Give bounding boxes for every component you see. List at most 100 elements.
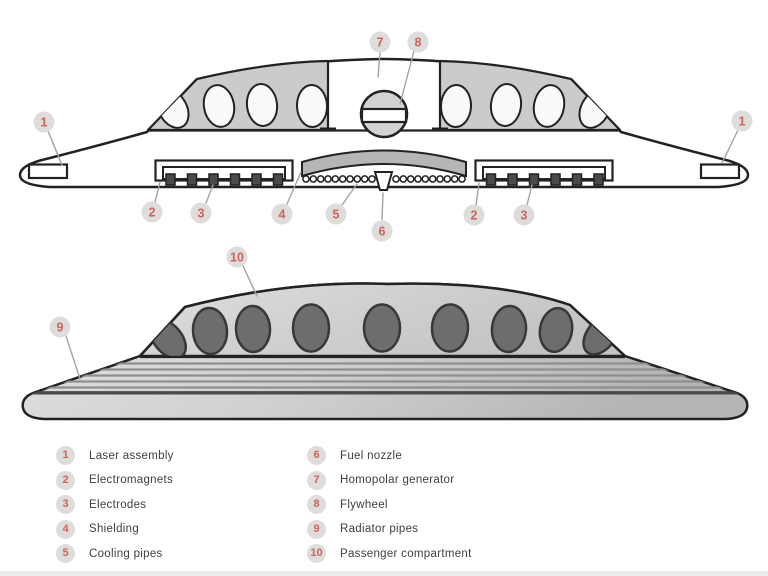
electrode xyxy=(550,173,561,186)
window xyxy=(440,84,473,128)
callout-number: 1 xyxy=(41,116,48,130)
callout-electrodes-left: 3 xyxy=(190,202,212,224)
porthole xyxy=(234,304,272,354)
electrode xyxy=(229,173,241,186)
bottom-edge-strip xyxy=(0,571,768,576)
legend-number-badge: 8 xyxy=(307,495,326,514)
callout-shielding: 4 xyxy=(271,203,293,225)
cooling-pipe xyxy=(458,175,466,183)
legend-number-badge: 6 xyxy=(307,446,326,465)
cooling-pipe xyxy=(392,175,400,183)
callout-cooling-pipes: 5 xyxy=(325,203,347,225)
leader-lines xyxy=(47,50,739,380)
legend-item: 8 Flywheel xyxy=(307,495,472,514)
portholes xyxy=(149,303,620,356)
callout-laser-left: 1 xyxy=(33,111,55,133)
callout-number: 2 xyxy=(149,206,156,220)
legend-item: 7 Homopolar generator xyxy=(307,470,472,490)
electromagnets-left xyxy=(154,159,294,186)
legend-item: 9 Radiator pipes xyxy=(307,519,472,539)
cooling-pipe xyxy=(406,175,415,183)
legend-label: Fuel nozzle xyxy=(340,449,403,462)
callout-fuel-nozzle: 6 xyxy=(371,220,393,242)
cooling-pipe xyxy=(414,175,422,183)
cooling-pipe xyxy=(353,175,362,183)
legend-label: Flywheel xyxy=(340,498,388,511)
cooling-pipe xyxy=(428,175,437,183)
callout-electromagnets-right: 2 xyxy=(463,204,485,226)
legend-column-right: 6 Fuel nozzle 7 Homopolar generator 8 Fl… xyxy=(307,446,472,563)
legend-number-badge: 7 xyxy=(307,470,326,490)
callout-electrodes-right: 3 xyxy=(513,204,535,226)
legend-number-badge: 3 xyxy=(56,495,75,514)
legend-item: 10 Passenger compartment xyxy=(307,544,472,563)
legend-label: Cooling pipes xyxy=(89,547,163,560)
electrode xyxy=(165,173,176,186)
legend-label: Laser assembly xyxy=(89,449,174,462)
cooling-pipe xyxy=(302,175,310,183)
dome-band-left xyxy=(146,59,330,132)
callout-number: 8 xyxy=(415,36,422,50)
callout-generator: 7 xyxy=(369,31,391,53)
legend-number-badge: 2 xyxy=(56,470,75,490)
window xyxy=(532,84,566,128)
laser-assembly-right xyxy=(699,163,741,180)
callouts: 1 7 8 1 2 3 4 5 xyxy=(33,31,753,380)
window xyxy=(295,84,328,128)
cooling-pipe xyxy=(309,175,318,183)
electrode xyxy=(186,173,198,186)
window xyxy=(245,83,279,127)
magnet-frame-inner xyxy=(482,166,606,180)
legend-number-badge: 9 xyxy=(307,519,326,539)
legend-item: 6 Fuel nozzle xyxy=(307,446,472,465)
windows-left xyxy=(156,83,328,129)
exterior-view xyxy=(21,282,749,421)
legend-label: Electromagnets xyxy=(89,474,174,486)
cooling-pipe xyxy=(324,175,332,183)
callout-number: 5 xyxy=(333,208,340,222)
porthole xyxy=(490,304,528,354)
callout-number: 3 xyxy=(521,209,528,223)
callout-passenger-compartment: 10 xyxy=(226,246,248,268)
magnet-frame-inner xyxy=(162,166,286,180)
legend-label: Electrodes xyxy=(89,498,147,511)
legend-column-left: 1 Laser assembly 2 Electromagnets 3 Elec… xyxy=(56,446,174,563)
cross-section-view xyxy=(18,57,750,191)
callout-number: 2 xyxy=(471,209,478,223)
laser-assembly-left xyxy=(27,163,69,180)
callout-electromagnets-left: 2 xyxy=(141,201,163,223)
legend-item: 1 Laser assembly xyxy=(56,446,174,465)
cooling-pipe xyxy=(360,175,369,183)
callout-number: 6 xyxy=(379,225,386,239)
legend-label: Passenger compartment xyxy=(340,547,472,560)
callout-laser-right: 1 xyxy=(731,110,753,132)
electrode xyxy=(593,173,604,186)
legend-number-badge: 10 xyxy=(307,544,326,563)
legend-number-badge: 4 xyxy=(56,519,75,539)
legend-label: Homopolar generator xyxy=(340,474,455,486)
shielding xyxy=(301,149,467,178)
legend-item: 2 Electromagnets xyxy=(56,470,174,490)
porthole xyxy=(430,303,470,353)
electrode xyxy=(485,173,497,186)
porthole xyxy=(362,303,402,353)
callout-number: 4 xyxy=(279,208,286,222)
cooling-pipes xyxy=(302,175,466,183)
radiator-pipes xyxy=(22,362,748,395)
legend-item: 5 Cooling pipes xyxy=(56,544,174,563)
fuel-nozzle xyxy=(373,171,394,191)
electrode xyxy=(272,173,284,186)
electrode xyxy=(208,173,219,186)
legend-number-badge: 5 xyxy=(56,544,75,563)
callout-number: 3 xyxy=(198,207,205,221)
cooling-pipe xyxy=(436,175,444,183)
cooling-pipe xyxy=(450,175,459,183)
legend-label: Radiator pipes xyxy=(340,523,419,535)
cooling-pipe xyxy=(443,175,452,183)
cooling-pipe xyxy=(338,175,347,183)
callout-number: 9 xyxy=(57,321,64,335)
callout-flywheel: 8 xyxy=(407,31,429,53)
legend-item: 4 Shielding xyxy=(56,519,174,539)
